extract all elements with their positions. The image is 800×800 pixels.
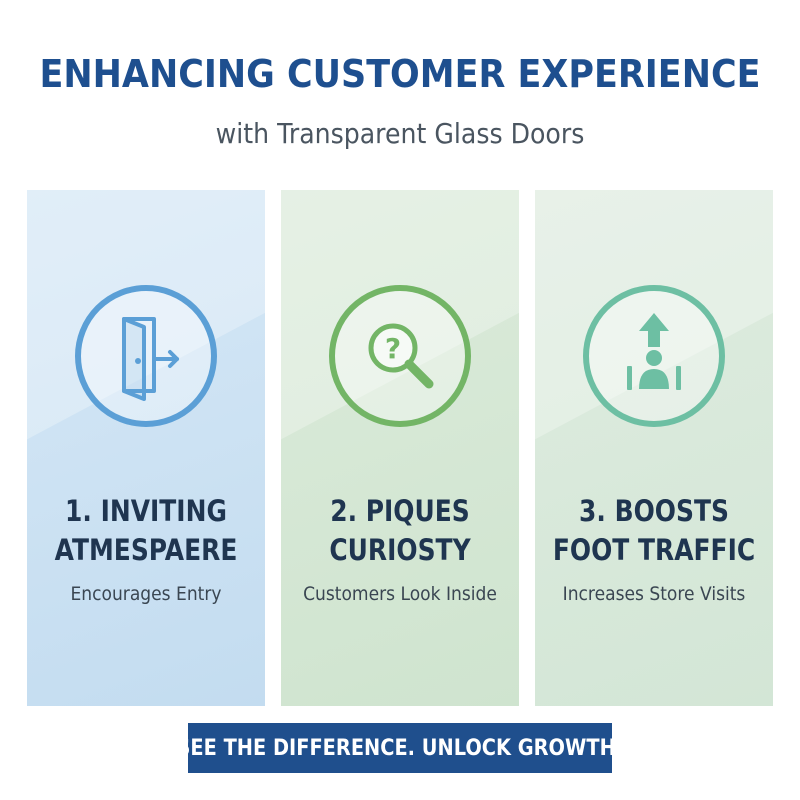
benefit-heading: 3. BOOSTS: [579, 494, 729, 528]
icon-circle: [583, 285, 725, 427]
benefit-description: Customers Look Inside: [303, 583, 497, 605]
benefit-description: Increases Store Visits: [562, 583, 746, 605]
foot-traffic-icon: [627, 313, 681, 390]
svg-text:?: ?: [385, 332, 401, 365]
benefit-heading: ATMESPAERE: [54, 533, 238, 567]
icon-circle: ?: [329, 285, 471, 427]
page-title: ENHANCING CUSTOMER EXPERIENCE: [39, 52, 761, 96]
benefit-heading: FOOT TRAFFIC: [552, 533, 756, 567]
magnifier-question-icon: ?: [368, 323, 434, 389]
page-subtitle: with Transparent Glass Doors: [215, 117, 585, 150]
door-exit-icon: [122, 317, 179, 401]
benefit-heading: CURIOSTY: [329, 533, 471, 567]
benefit-card-inviting: 1. INVITING ATMESPAERE Encourages Entry: [27, 190, 265, 706]
benefit-card-curiosity: ? 2. PIQUES CURIOSTY Customers Look Insi…: [281, 190, 519, 706]
benefit-heading: 1. INVITING: [65, 494, 227, 528]
benefit-heading: 2. PIQUES: [330, 494, 470, 528]
cta-banner: SEE THE DIFFERENCE. UNLOCK GROWTH.: [177, 723, 623, 773]
icon-circle: [75, 285, 217, 427]
benefit-description: Encourages Entry: [70, 583, 222, 605]
cta-label: SEE THE DIFFERENCE. UNLOCK GROWTH.: [176, 735, 624, 761]
benefit-card-traffic: 3. BOOSTS FOOT TRAFFIC Increases Store V…: [535, 190, 773, 706]
